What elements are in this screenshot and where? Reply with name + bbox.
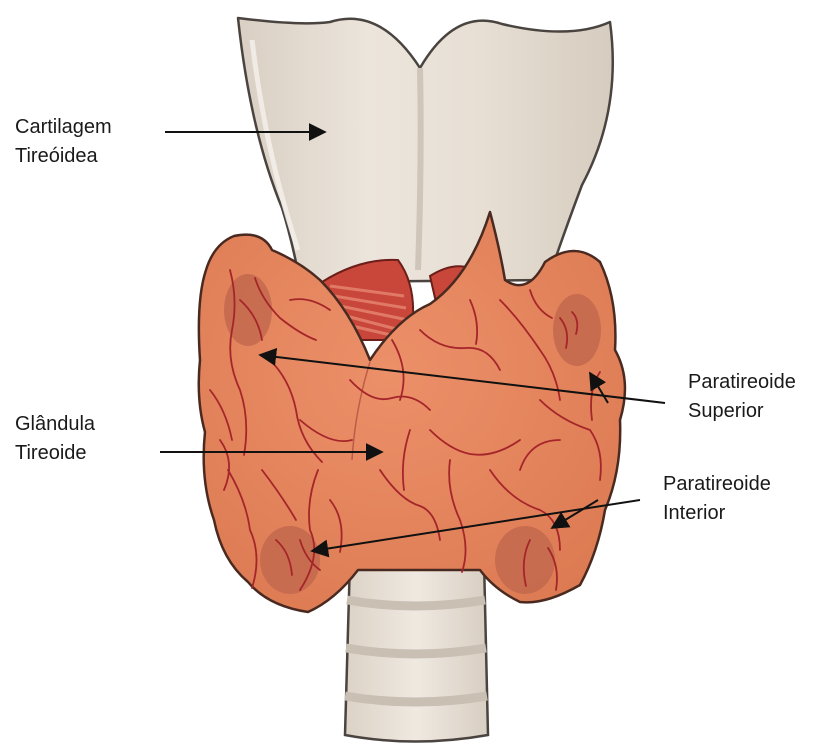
label-thyroid-gland-line2: Tireoide <box>15 439 95 468</box>
label-thyroid-gland-line1: Glândula <box>15 410 95 439</box>
label-parathyroid-superior-line2: Superior <box>688 397 796 426</box>
trachea <box>345 560 488 742</box>
label-parathyroid-inferior-line2: Interior <box>663 499 771 528</box>
label-thyroid-cartilage-line1: Cartilagem <box>15 113 112 142</box>
label-thyroid-gland: Glândula Tireoide <box>15 410 95 468</box>
label-parathyroid-superior: Paratireoide Superior <box>688 368 796 426</box>
thyroid-cartilage <box>238 18 613 282</box>
label-parathyroid-superior-line1: Paratireoide <box>688 368 796 397</box>
label-parathyroid-inferior-line1: Paratireoide <box>663 470 771 499</box>
parathyroid-lower-left <box>260 526 320 594</box>
label-thyroid-cartilage: Cartilagem Tireóidea <box>15 113 112 171</box>
label-thyroid-cartilage-line2: Tireóidea <box>15 142 112 171</box>
label-parathyroid-inferior: Paratireoide Interior <box>663 470 771 528</box>
